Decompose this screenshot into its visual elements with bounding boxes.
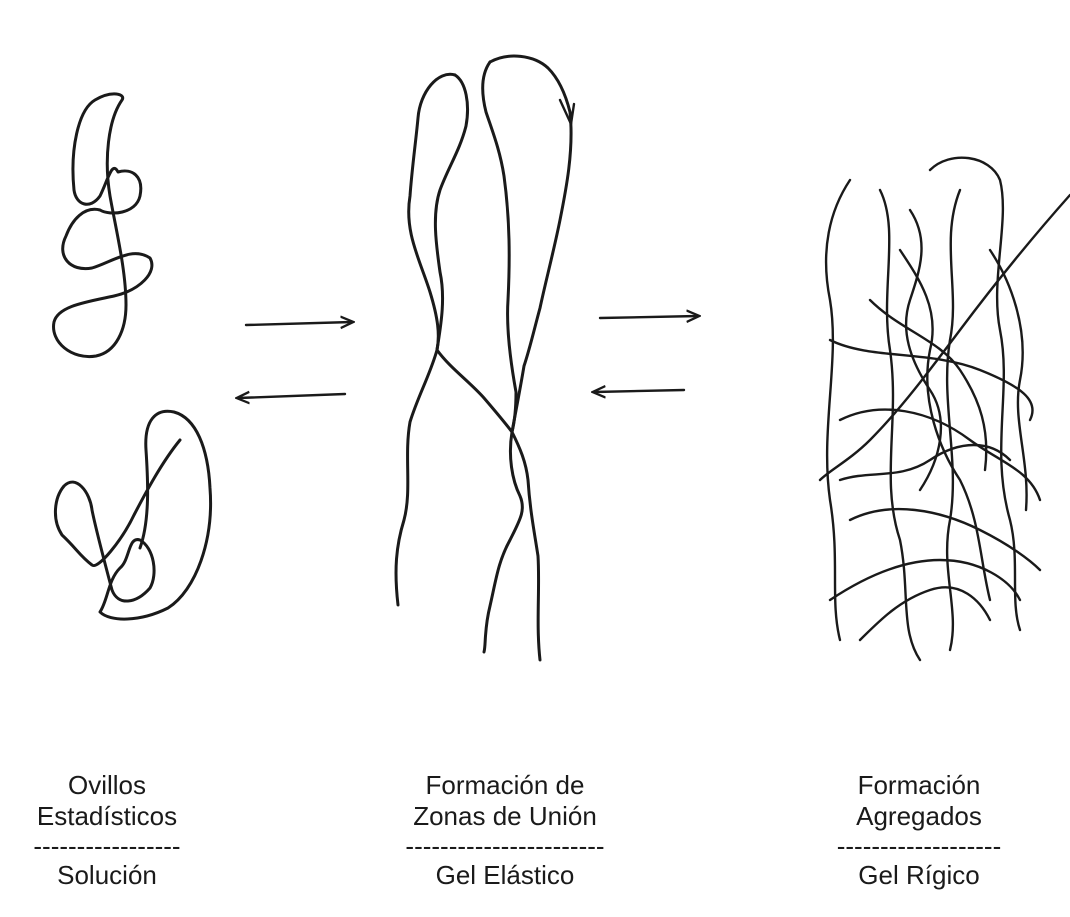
stage-title-line2: Zonas de Unión bbox=[360, 801, 650, 832]
stage-title-line1: Formación de bbox=[360, 770, 650, 801]
aggregated-chains bbox=[820, 158, 1070, 660]
random-coil-top bbox=[54, 94, 152, 357]
stage-title-line2: Agregados bbox=[796, 801, 1042, 832]
stage-caption-rigid-gel: Formación Agregados ------------------- … bbox=[796, 770, 1042, 891]
chain-left-outer bbox=[396, 74, 455, 605]
stage-state: Solución bbox=[0, 860, 214, 891]
stage-divider: ------------------- bbox=[796, 832, 1042, 860]
gelation-diagram bbox=[0, 0, 1070, 700]
stage-title-line1: Formación bbox=[796, 770, 1042, 801]
reverse-arrow-1 bbox=[238, 394, 345, 398]
stage-divider: ----------------- bbox=[0, 832, 214, 860]
stage-divider: ----------------------- bbox=[360, 832, 650, 860]
chain-right-inner bbox=[483, 62, 516, 432]
stage-state: Gel Elástico bbox=[360, 860, 650, 891]
random-coil-bottom bbox=[55, 411, 210, 619]
forward-arrow-2 bbox=[600, 316, 698, 318]
reverse-arrow-2 bbox=[594, 390, 684, 392]
stage-caption-solution: Ovillos Estadísticos ----------------- S… bbox=[0, 770, 214, 891]
stage-title-line2: Estadísticos bbox=[0, 801, 214, 832]
stage-caption-elastic-gel: Formación de Zonas de Unión ------------… bbox=[360, 770, 650, 891]
stage-state: Gel Rígico bbox=[796, 860, 1042, 891]
forward-arrow-1 bbox=[246, 322, 352, 325]
stage-title-line1: Ovillos bbox=[0, 770, 214, 801]
